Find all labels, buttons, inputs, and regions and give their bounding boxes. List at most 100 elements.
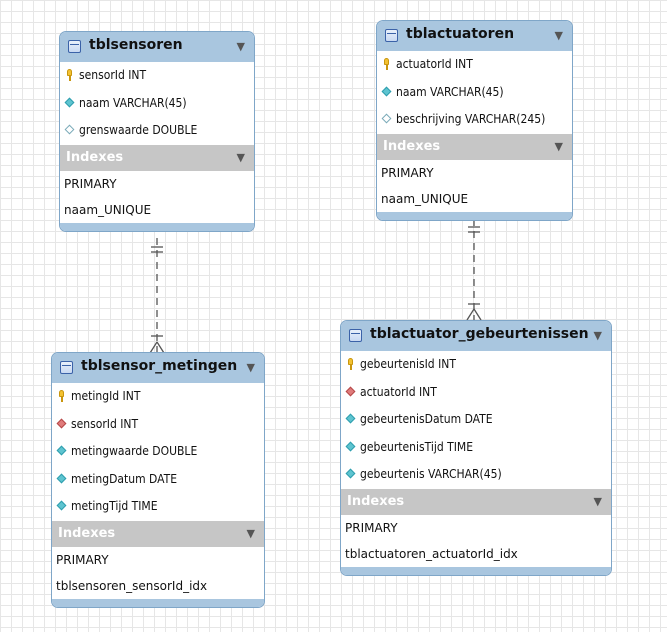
index-label: tblactuatoren_actuatorId_idx [345, 546, 518, 561]
index-row[interactable]: PRIMARY [377, 160, 572, 186]
collapse-arrow-icon[interactable]: ▼ [246, 526, 255, 540]
column-row[interactable]: naam VARCHAR(45) [60, 90, 254, 118]
column-label: sensorId INT [71, 416, 139, 431]
table-icon [349, 329, 362, 342]
column-label: metingId INT [71, 389, 141, 403]
column-row[interactable]: metingDatum DATE [52, 466, 264, 494]
column-label: sensorId INT [79, 68, 147, 82]
table-header[interactable]: tblsensoren ▼ [60, 32, 254, 62]
index-label: tblsensoren_sensorId_idx [56, 578, 208, 593]
column-row[interactable]: sensorId INT [60, 62, 254, 90]
table-title: tblsensoren [89, 37, 183, 53]
indexes-header[interactable]: Indexes ▼ [341, 488, 611, 515]
filled-diamond-icon [56, 445, 67, 456]
table-footer [60, 222, 254, 231]
table-tblactuatoren[interactable]: tblactuatoren ▼ actuatorId INT naam VARC… [376, 20, 573, 221]
column-row[interactable]: gebeurtenis VARCHAR(45) [341, 461, 611, 489]
column-label: actuatorId INT [396, 57, 473, 71]
column-row[interactable]: metingTijd TIME [52, 493, 264, 521]
table-footer [377, 211, 572, 220]
column-row[interactable]: sensorId INT [52, 411, 264, 439]
column-row[interactable]: grenswaarde DOUBLE [60, 117, 254, 145]
column-label: grenswaarde DOUBLE [79, 123, 198, 137]
column-row[interactable]: actuatorId INT [377, 51, 572, 79]
primary-key-icon [59, 390, 64, 402]
foreign-key-diamond-icon [56, 418, 67, 428]
collapse-arrow-icon[interactable]: ▼ [236, 40, 245, 53]
column-label: metingwaarde DOUBLE [71, 444, 198, 458]
filled-diamond-icon [56, 473, 67, 483]
index-row[interactable]: PRIMARY [60, 171, 254, 197]
column-label: naam VARCHAR(45) [396, 84, 504, 99]
table-header[interactable]: tblactuatoren ▼ [377, 21, 572, 51]
collapse-arrow-icon[interactable]: ▼ [246, 361, 255, 374]
index-row[interactable]: tblactuatoren_actuatorId_idx [341, 541, 611, 567]
column-label: gebeurtenis VARCHAR(45) [360, 467, 502, 481]
filled-diamond-icon [56, 500, 67, 511]
collapse-arrow-icon[interactable]: ▼ [593, 494, 602, 508]
column-row[interactable]: gebeurtenisDatum DATE [341, 406, 611, 434]
filled-diamond-icon [64, 97, 75, 107]
relationship-sensoren-metingen[interactable] [149, 238, 165, 354]
primary-key-icon [67, 69, 72, 81]
column-row[interactable]: metingwaarde DOUBLE [52, 438, 264, 466]
columns-list: actuatorId INT naam VARCHAR(45) beschrij… [377, 51, 572, 134]
columns-list: sensorId INT naam VARCHAR(45) grenswaard… [60, 62, 254, 145]
column-row[interactable]: naam VARCHAR(45) [377, 79, 572, 107]
table-title: tblactuatoren [406, 26, 515, 42]
index-label: naam_UNIQUE [381, 191, 469, 206]
collapse-arrow-icon[interactable]: ▼ [554, 139, 563, 153]
table-tblsensor-metingen[interactable]: tblsensor_metingen ▼ metingId INT sensor… [51, 352, 265, 608]
index-label: PRIMARY [64, 176, 117, 191]
table-tblsensoren[interactable]: tblsensoren ▼ sensorId INT naam VARCHAR(… [59, 31, 255, 232]
index-row[interactable]: PRIMARY [52, 547, 264, 573]
index-row[interactable]: naam_UNIQUE [60, 197, 254, 223]
column-label: metingTijd TIME [71, 499, 158, 513]
filled-diamond-icon [381, 86, 392, 96]
collapse-arrow-icon[interactable]: ▼ [554, 29, 563, 42]
column-label: metingDatum DATE [71, 471, 178, 486]
index-label: PRIMARY [56, 552, 109, 567]
empty-diamond-icon [64, 124, 75, 135]
empty-diamond-icon [381, 113, 392, 124]
table-footer [52, 598, 264, 607]
indexes-label: Indexes [58, 525, 116, 541]
indexes-header[interactable]: Indexes ▼ [60, 144, 254, 171]
indexes-header[interactable]: Indexes ▼ [377, 133, 572, 160]
column-row[interactable]: gebeurtenisId INT [341, 351, 611, 379]
filled-diamond-icon [345, 441, 356, 451]
table-header[interactable]: tblactuator_gebeurtenissen ▼ [341, 321, 611, 351]
column-label: gebeurtenisTijd TIME [360, 439, 474, 454]
index-label: PRIMARY [381, 165, 434, 180]
table-title: tblsensor_metingen [81, 358, 238, 374]
foreign-key-diamond-icon [345, 386, 356, 396]
column-label: gebeurtenisDatum DATE [360, 412, 493, 426]
collapse-arrow-icon[interactable]: ▼ [236, 150, 245, 164]
indexes-header[interactable]: Indexes ▼ [52, 520, 264, 547]
indexes-label: Indexes [347, 493, 405, 509]
table-icon [385, 29, 398, 42]
column-row[interactable]: actuatorId INT [341, 379, 611, 407]
collapse-arrow-icon[interactable]: ▼ [593, 329, 602, 342]
column-row[interactable]: gebeurtenisTijd TIME [341, 434, 611, 462]
column-label: gebeurtenisId INT [360, 357, 456, 371]
column-label: naam VARCHAR(45) [79, 95, 187, 110]
table-icon [60, 361, 73, 374]
column-row[interactable]: metingId INT [52, 383, 264, 411]
table-title: tblactuator_gebeurtenissen [370, 326, 589, 342]
column-label: actuatorId INT [360, 384, 437, 399]
table-footer [341, 566, 611, 575]
table-icon [68, 40, 81, 53]
column-row[interactable]: beschrijving VARCHAR(245) [377, 106, 572, 134]
table-header[interactable]: tblsensor_metingen ▼ [52, 353, 264, 383]
indexes-label: Indexes [383, 138, 441, 154]
filled-diamond-icon [345, 468, 356, 479]
index-row[interactable]: naam_UNIQUE [377, 186, 572, 212]
indexes-label: Indexes [66, 149, 124, 165]
relationship-actuatoren-gebeurtenissen[interactable] [466, 219, 482, 321]
table-tblactuator-gebeurtenissen[interactable]: tblactuator_gebeurtenissen ▼ gebeurtenis… [340, 320, 612, 576]
index-row[interactable]: PRIMARY [341, 515, 611, 541]
primary-key-icon [384, 58, 389, 70]
index-row[interactable]: tblsensoren_sensorId_idx [52, 573, 264, 599]
